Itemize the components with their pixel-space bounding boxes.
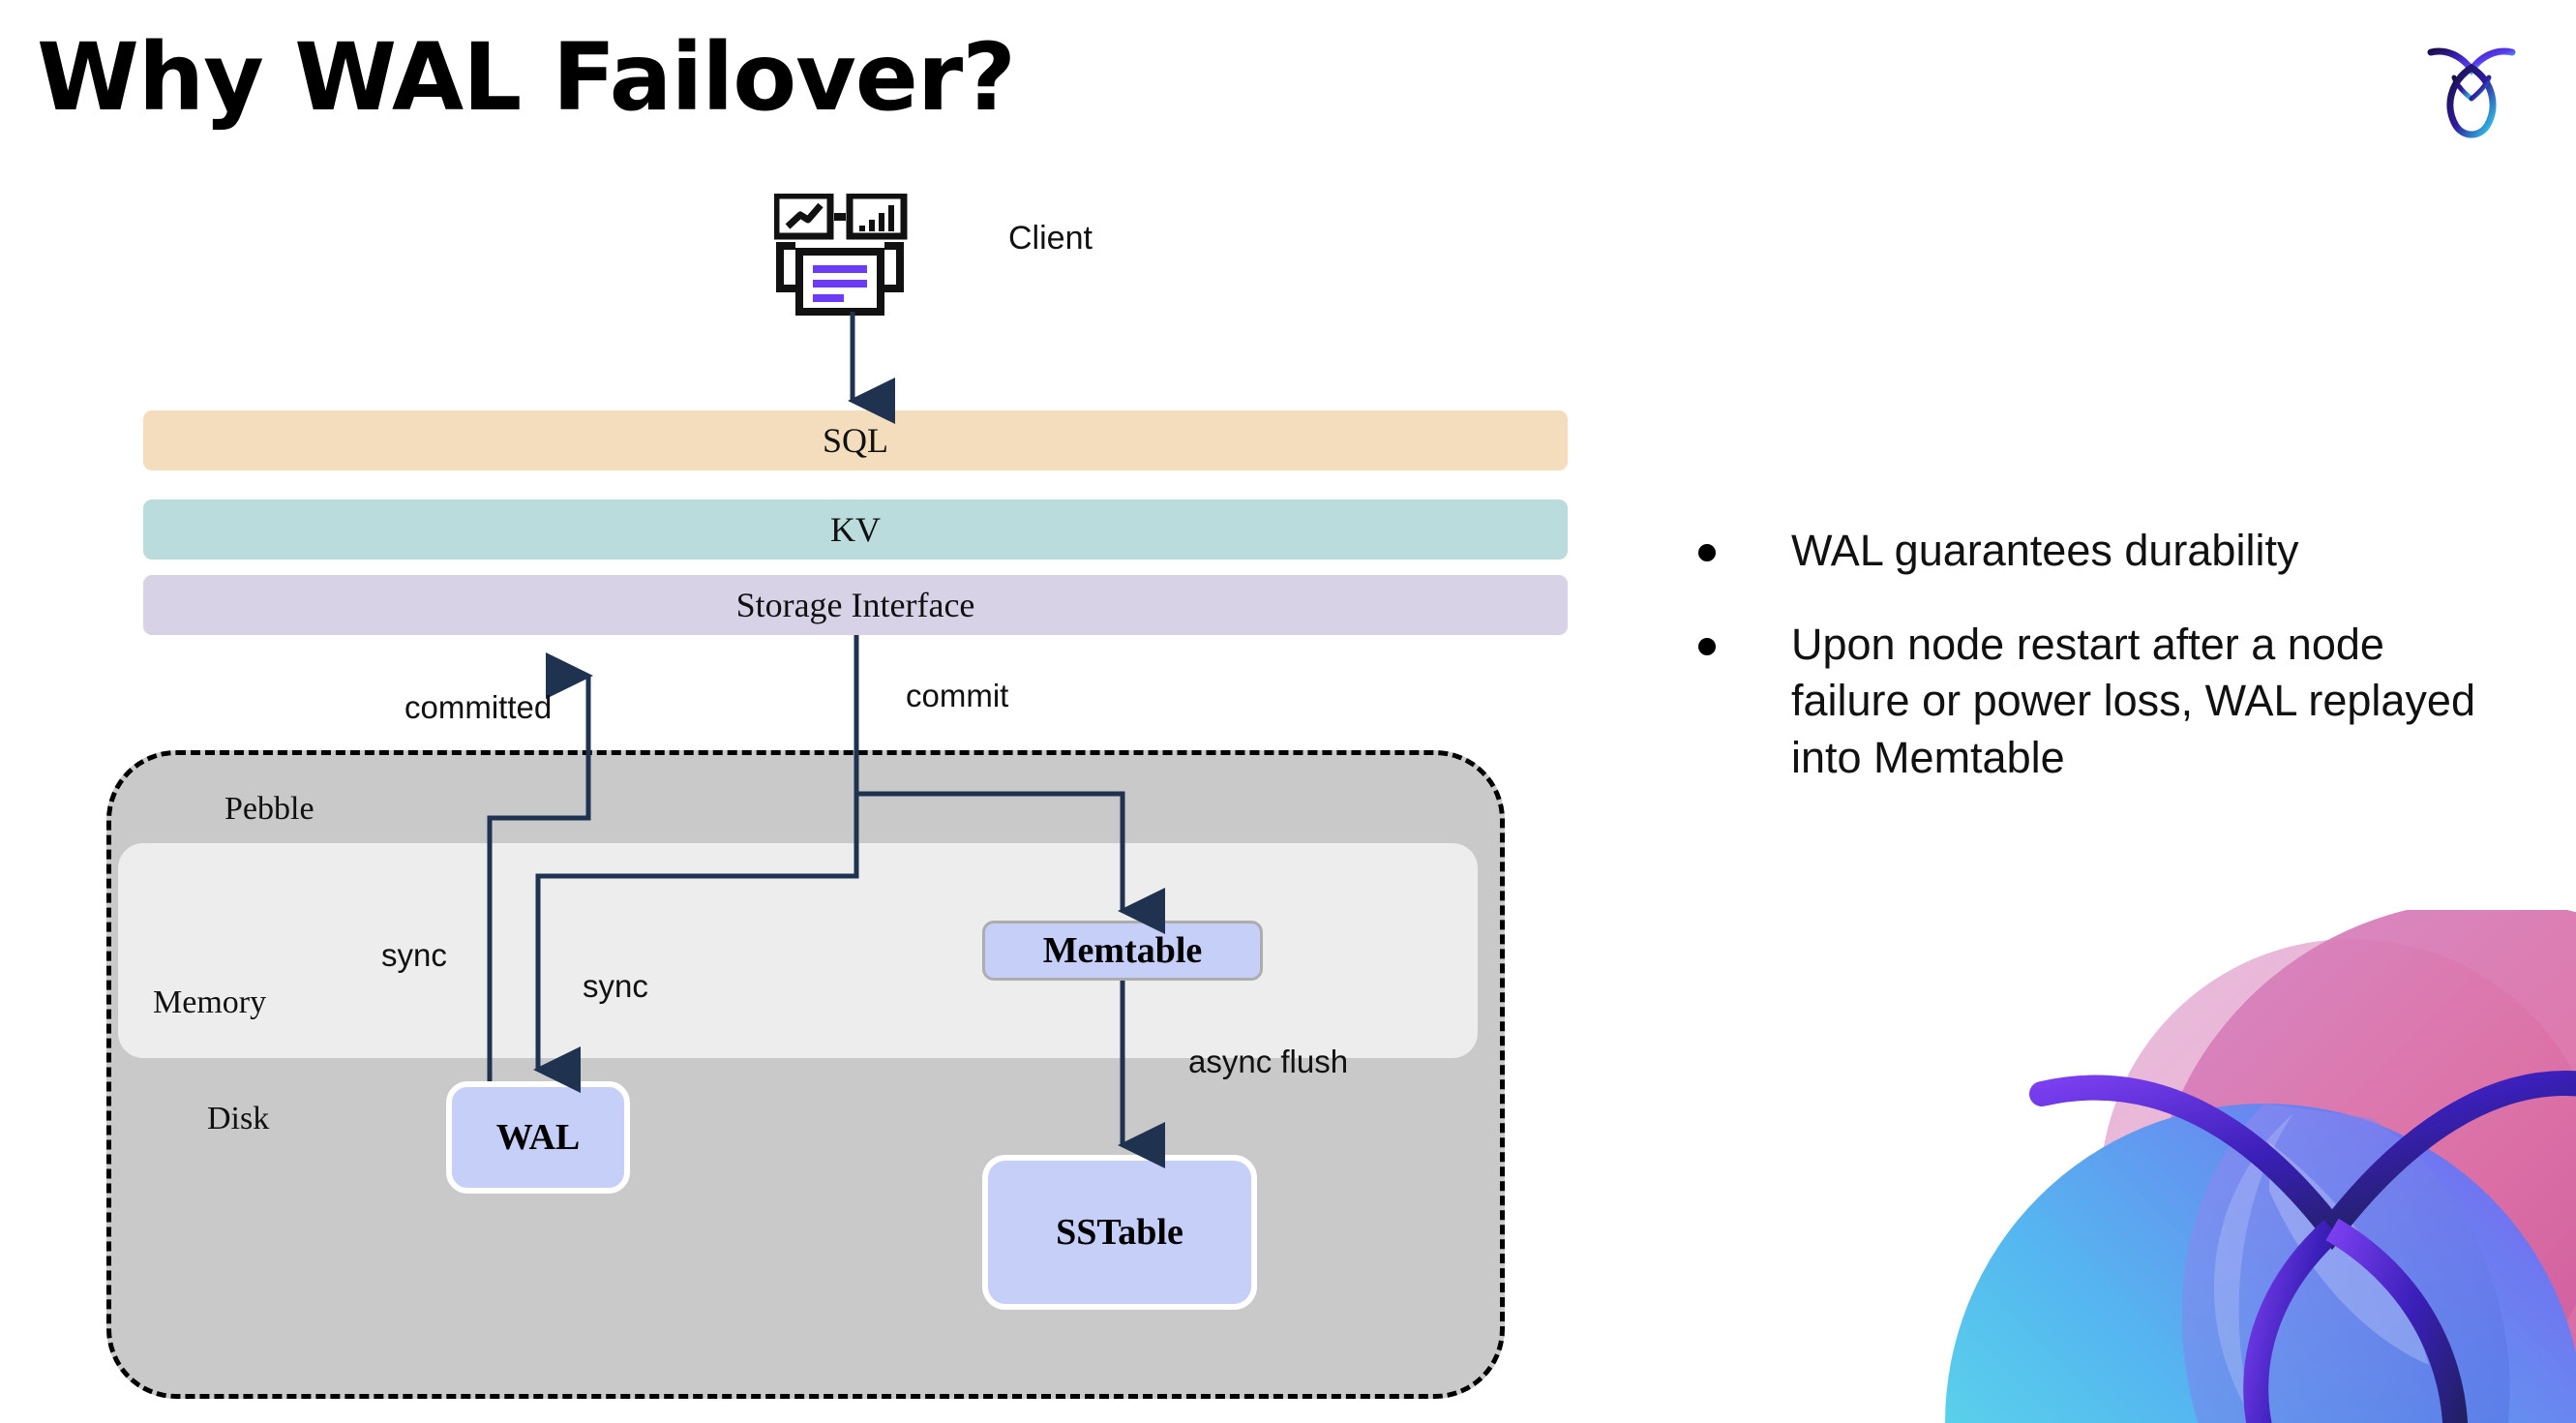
client-label: Client — [1008, 220, 1093, 257]
memory-zone-label: Memory — [153, 984, 267, 1020]
layer-bar-kv-label: KV — [830, 510, 881, 549]
bullet-text: Upon node restart after a node failure o… — [1791, 619, 2475, 782]
bullet-dot-icon — [1698, 637, 1716, 655]
bullet-list: WAL guarantees durability Upon node rest… — [1698, 523, 2501, 823]
node-sstable-label: SSTable — [1056, 1212, 1183, 1253]
client-dashboard-icon — [772, 192, 929, 319]
page-title: Why WAL Failover? — [37, 23, 1016, 132]
node-memtable-label: Memtable — [1042, 930, 1203, 971]
layer-bar-storage-interface-label: Storage Interface — [735, 586, 975, 624]
edge-label-sync-up: sync — [381, 937, 447, 973]
layer-bar-sql-label: SQL — [822, 421, 888, 460]
decorative-brand-graphic — [1945, 910, 2576, 1423]
bullet-dot-icon — [1698, 544, 1716, 561]
edge-label-sync-down: sync — [583, 968, 648, 1004]
edge-label-async-flush: async flush — [1188, 1044, 1349, 1079]
cockroachdb-logo — [2413, 31, 2530, 147]
edge-committed — [487, 652, 594, 1081]
pebble-label: Pebble — [225, 791, 315, 827]
layer-bar-sql: SQL — [143, 410, 1568, 470]
list-item: WAL guarantees durability — [1698, 523, 2501, 580]
edge-label-committed: committed — [404, 689, 553, 725]
layer-bar-storage-interface: Storage Interface — [143, 575, 1568, 635]
edge-commit-to-memtable — [856, 791, 1165, 934]
edge-label-commit: commit — [906, 678, 1009, 713]
list-item: Upon node restart after a node failure o… — [1698, 617, 2501, 787]
edge-sync-to-wal — [532, 635, 859, 1093]
bullet-text: WAL guarantees durability — [1791, 526, 2299, 575]
layer-bar-kv: KV — [143, 500, 1568, 560]
node-wal-label: WAL — [495, 1117, 581, 1158]
node-wal: WAL — [446, 1081, 630, 1194]
architecture-diagram: Client SQL KV Storage Interface Pebble M… — [106, 192, 1568, 1399]
disk-zone-label: Disk — [207, 1101, 270, 1136]
